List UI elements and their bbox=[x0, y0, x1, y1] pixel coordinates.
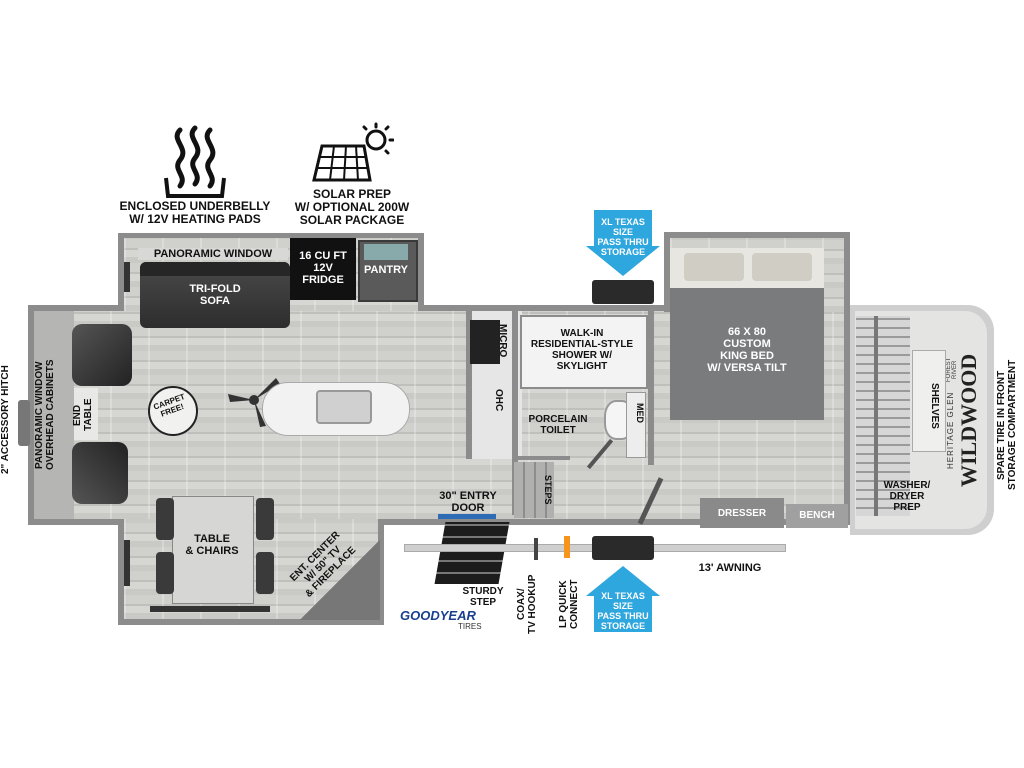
fridge bbox=[290, 238, 356, 300]
toilet-label: PORCELAIN TOILET bbox=[528, 414, 588, 436]
dining-window bbox=[150, 606, 270, 612]
slide-window-left bbox=[124, 262, 130, 292]
storage-label-top: XL TEXAS SIZE PASS THRU STORAGE bbox=[597, 217, 649, 257]
ceiling-fan-icon bbox=[228, 378, 280, 427]
goodyear-logo: GOODYEAR bbox=[400, 608, 476, 623]
bench bbox=[786, 504, 848, 528]
chair-3 bbox=[256, 498, 274, 540]
dresser bbox=[700, 498, 784, 528]
recliner-top bbox=[72, 324, 132, 386]
lp-label: LP QUICK CONNECT bbox=[558, 579, 580, 629]
awning-label: 13' AWNING bbox=[698, 562, 762, 574]
sofa-label: TRI-FOLD SOFA bbox=[189, 283, 241, 308]
storage-label-bottom: XL TEXAS SIZE PASS THRU STORAGE bbox=[597, 591, 649, 631]
washer-dryer-label: WASHER/ DRYER PREP bbox=[883, 480, 931, 513]
dining-window-side bbox=[124, 540, 130, 586]
solar-label: SOLAR PREP W/ OPTIONAL 200W SOLAR PACKAG… bbox=[294, 187, 410, 228]
microwave bbox=[470, 320, 500, 364]
shower-label: WALK-IN RESIDENTIAL-STYLE SHOWER W/ SKYL… bbox=[530, 328, 634, 372]
heat-icon bbox=[164, 125, 226, 198]
med-label: MED bbox=[635, 403, 645, 423]
dresser-label: DRESSER bbox=[717, 508, 767, 519]
pantry-label: PANTRY bbox=[364, 264, 408, 276]
chair-1 bbox=[156, 498, 174, 540]
bath-wall-left bbox=[512, 305, 518, 515]
ent-center bbox=[300, 540, 380, 620]
chair-2 bbox=[156, 552, 174, 594]
coax-connector bbox=[534, 538, 538, 560]
storage-arrow-bottom-icon bbox=[586, 566, 660, 632]
dining-table bbox=[172, 496, 254, 604]
solar-panel-icon bbox=[312, 122, 394, 182]
micro-label: MICRO bbox=[497, 324, 508, 358]
goodyear-tires: TIRES bbox=[458, 622, 482, 631]
hitch-label: 2" ACCESSORY HITCH bbox=[0, 365, 11, 475]
entry-door-label: 30" ENTRY DOOR bbox=[439, 490, 497, 515]
pillow-right bbox=[752, 253, 812, 281]
rear-window-label: PANORAMIC WINDOW OVERHEAD CABINETS bbox=[34, 359, 56, 471]
heritage-glen-logo: HERITAGE GLEN bbox=[946, 391, 955, 469]
wildwood-logo: WILDWOOD bbox=[956, 353, 981, 487]
spare-tire-label: SPARE TIRE IN FRONT STORAGE COMPARTMENT bbox=[996, 359, 1018, 491]
coax-label: COAX/ TV HOOKUP bbox=[516, 574, 538, 634]
lp-connector bbox=[564, 536, 570, 558]
bath-wall-bottom bbox=[514, 456, 570, 460]
chair-4 bbox=[256, 552, 274, 594]
med-cabinet bbox=[626, 392, 646, 458]
forest-river-logo: FOREST RIVER bbox=[946, 357, 958, 383]
entry-steps bbox=[434, 522, 510, 584]
sturdy-step-label: STURDY STEP bbox=[462, 586, 504, 608]
ohc-label: OHC bbox=[493, 388, 504, 412]
storage-arrow-top-icon bbox=[586, 210, 660, 276]
shelves-label: SHELVES bbox=[929, 383, 940, 429]
shower bbox=[520, 315, 648, 389]
pillow-left bbox=[684, 253, 744, 281]
closet-rod bbox=[874, 316, 878, 516]
end-table-label: END TABLE bbox=[72, 398, 94, 432]
bench-label: BENCH bbox=[799, 510, 835, 521]
fridge-label: 16 CU FT 12V FRIDGE bbox=[299, 250, 347, 287]
steps-label: STEPS bbox=[543, 475, 553, 505]
hitch-bar bbox=[18, 400, 30, 446]
storage-box-bottom bbox=[592, 536, 654, 560]
recliner-bottom bbox=[72, 442, 128, 504]
rear-cabinet-strip bbox=[34, 311, 74, 519]
steps bbox=[514, 462, 554, 518]
pantry-shelf bbox=[364, 244, 408, 260]
top-window-label: PANORAMIC WINDOW bbox=[138, 248, 288, 261]
entry-door bbox=[438, 514, 496, 519]
table-label: TABLE & CHAIRS bbox=[185, 533, 239, 558]
carpet-free-badge bbox=[148, 386, 198, 436]
end-table bbox=[74, 388, 98, 440]
sink bbox=[316, 390, 372, 424]
bath-wall-right bbox=[648, 305, 654, 465]
shelves bbox=[912, 350, 946, 452]
bed-label: 66 X 80 CUSTOM KING BED W/ VERSA TILT bbox=[707, 326, 787, 375]
closet bbox=[856, 316, 910, 516]
sofa-back bbox=[140, 262, 290, 276]
storage-box-top bbox=[592, 280, 654, 304]
underbelly-label: ENCLOSED UNDERBELLY W/ 12V HEATING PADS bbox=[119, 199, 271, 227]
